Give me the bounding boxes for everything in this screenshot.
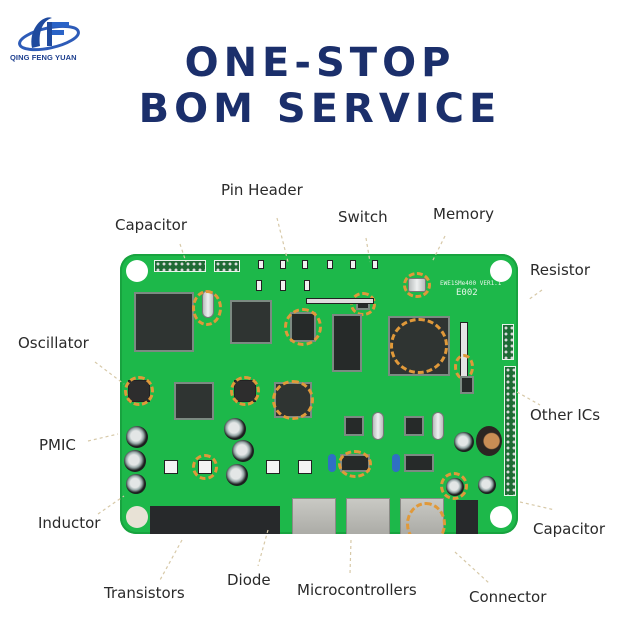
title-line-2: BOM SERVICE (138, 86, 502, 132)
electrolytic-capacitor (124, 450, 146, 472)
label-capacitor-top: Capacitor (115, 216, 188, 234)
highlight-ring (284, 308, 322, 346)
label-connector: Connector (469, 588, 547, 606)
mounting-hole (490, 260, 512, 282)
highlight-ring (192, 290, 222, 326)
electrolytic-capacitor (478, 476, 496, 494)
smd-led (372, 260, 378, 269)
highlight-ring (440, 472, 468, 500)
label-oscillator: Oscillator (18, 334, 89, 352)
label-pin-header: Pin Header (221, 181, 303, 199)
pcb-board-image: EWE1SMe400 VER1.1 E002 (120, 254, 518, 534)
label-memory: Memory (433, 205, 495, 223)
electrolytic-capacitor (454, 432, 474, 452)
silkscreen-text: EWE1SMe400 VER1.1 (440, 280, 502, 287)
smd-resistor (256, 280, 262, 291)
tsop-memory-chip (332, 314, 362, 372)
label-pmic: PMIC (39, 436, 76, 454)
smd-resistor (280, 280, 286, 291)
smd-resistor (304, 280, 310, 291)
highlight-ring (272, 380, 314, 420)
highlight-ring (350, 292, 376, 316)
ceramic-capacitor (328, 454, 336, 472)
highlight-ring (124, 376, 154, 406)
regulator-chip (460, 376, 474, 394)
highlight-ring (406, 502, 446, 534)
highlight-ring (403, 272, 431, 298)
fpga-chip (230, 300, 272, 344)
lan-transformer (404, 454, 434, 472)
electrolytic-capacitor (226, 464, 248, 486)
mounting-hole (490, 506, 512, 528)
ethernet-jack (346, 498, 390, 534)
label-transistors: Transistors (104, 584, 185, 602)
ethernet-jack (292, 498, 336, 534)
pin-header (214, 260, 240, 272)
dc-power-jack (456, 500, 478, 534)
silkscreen-code: E002 (456, 288, 478, 298)
electrolytic-capacitor (126, 474, 146, 494)
crystal (432, 412, 444, 440)
highlight-ring (338, 450, 372, 478)
white-connector (164, 460, 178, 474)
brand-name: QING FENG YUAN (10, 53, 77, 62)
mounting-hole (126, 260, 148, 282)
label-inductor: Inductor (38, 514, 101, 532)
qfn-chip (404, 416, 424, 436)
electrolytic-capacitor (224, 418, 246, 440)
smd-led (327, 260, 333, 269)
label-resistor: Resistor (530, 261, 590, 279)
inductor-coil (476, 426, 502, 456)
terminal-block-connector (150, 506, 280, 534)
resistor-array (306, 298, 374, 304)
pin-header (504, 366, 516, 496)
smd-led (302, 260, 308, 269)
ceramic-capacitor (392, 454, 400, 472)
electrolytic-capacitor (232, 440, 254, 462)
white-connector (266, 460, 280, 474)
smd-led (258, 260, 264, 269)
qing-feng-yuan-logo-icon (14, 8, 84, 66)
pin-header (154, 260, 206, 272)
label-capacitor-right: Capacitor (533, 520, 606, 538)
pin-header (502, 324, 514, 360)
highlight-ring (390, 318, 448, 374)
title-line-1: ONE-STOP (184, 40, 456, 86)
white-connector (298, 460, 312, 474)
smd-led (350, 260, 356, 269)
processor-chip (134, 292, 194, 352)
highlight-ring (192, 454, 218, 480)
smd-led (280, 260, 286, 269)
highlight-ring (230, 376, 260, 406)
label-diode: Diode (227, 571, 271, 589)
crystal (372, 412, 384, 440)
mounting-hole (126, 506, 148, 528)
electrolytic-capacitor (126, 426, 148, 448)
label-microcontrollers: Microcontrollers (297, 581, 417, 599)
label-other-ics: Other ICs (530, 406, 601, 424)
qfp-chip (174, 382, 214, 420)
label-switch: Switch (338, 208, 388, 226)
qfn-chip (344, 416, 364, 436)
